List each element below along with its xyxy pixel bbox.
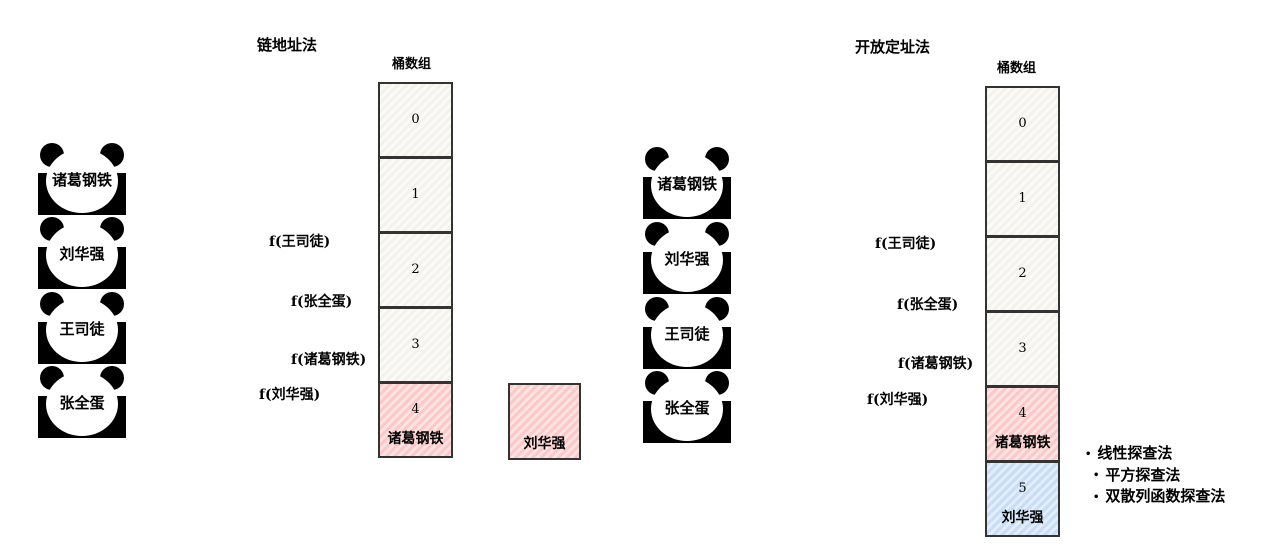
bucket-index: 3: [1018, 341, 1027, 356]
bucket-index: 3: [411, 337, 420, 352]
bucket-index: 4: [1018, 406, 1027, 421]
right-title: 开放定址法: [855, 38, 931, 56]
panda-icon: [38, 217, 126, 289]
panda-avatar: 王司徒: [38, 292, 126, 364]
hash-function-label: f(王司徒): [874, 233, 938, 253]
panda-icon: [38, 366, 126, 438]
chain-node: 刘华强: [508, 383, 581, 460]
bucket-index: 4: [411, 402, 420, 417]
panda-avatar: 刘华强: [643, 222, 731, 294]
panda-avatar: 诸葛钢铁: [643, 147, 731, 219]
person-name: 张全蛋: [59, 394, 105, 412]
panda-avatar: 诸葛钢铁: [38, 143, 126, 215]
person-name: 王司徒: [664, 325, 710, 343]
bucket-2: 2: [985, 236, 1060, 312]
bucket-value: 诸葛钢铁: [387, 431, 444, 447]
hash-function-label: f(刘华强): [258, 384, 322, 404]
person-name: 刘华强: [664, 250, 710, 268]
hash-function-label: f(张全蛋): [896, 294, 960, 314]
panda-icon: [643, 222, 731, 294]
left-title: 链地址法: [257, 36, 318, 54]
hash-function-label: f(王司徒): [268, 231, 332, 251]
panda-icon: [643, 147, 731, 219]
panda-avatar: 刘华强: [38, 217, 126, 289]
right-bucket-header: 桶数组: [997, 61, 1037, 76]
method-item: 双散列函数探查法: [1085, 486, 1225, 508]
panda-icon: [643, 371, 731, 443]
bucket-5: 5 刘华强: [985, 461, 1060, 537]
bucket-value: 诸葛钢铁: [994, 435, 1051, 451]
bucket-index: 0: [1018, 116, 1027, 131]
person-name: 诸葛钢铁: [656, 175, 717, 193]
bucket-index: 1: [411, 187, 420, 202]
bucket-index: 0: [411, 112, 420, 127]
bucket-4: 4 诸葛钢铁: [985, 386, 1060, 462]
method-item: 线性探查法: [1085, 443, 1225, 465]
bucket-3: 3: [378, 307, 453, 383]
bucket-3: 3: [985, 311, 1060, 387]
bucket-value: 刘华强: [1001, 510, 1044, 526]
hash-function-label: f(诸葛钢铁): [897, 353, 975, 373]
bucket-4: 4 诸葛钢铁: [378, 382, 453, 458]
bucket-index: 5: [1018, 481, 1027, 496]
probing-methods-list: 线性探查法 平方探查法 双散列函数探查法: [1085, 443, 1225, 508]
hash-function-label: f(诸葛钢铁): [290, 349, 368, 369]
bucket-0: 0: [985, 86, 1060, 162]
panda-icon: [38, 292, 126, 364]
panda-avatar: 张全蛋: [643, 371, 731, 443]
bucket-0: 0: [378, 82, 453, 158]
left-bucket-header: 桶数组: [392, 57, 432, 72]
method-item: 平方探查法: [1085, 465, 1225, 487]
bucket-1: 1: [378, 157, 453, 233]
panda-avatar: 王司徒: [643, 297, 731, 369]
panda-avatar: 张全蛋: [38, 366, 126, 438]
bucket-index: 2: [1018, 266, 1027, 281]
chain-node-value: 刘华强: [523, 436, 566, 452]
bucket-1: 1: [985, 161, 1060, 237]
hash-function-label: f(刘华强): [866, 389, 930, 409]
person-name: 王司徒: [59, 320, 105, 338]
bucket-index: 1: [1018, 191, 1027, 206]
panda-icon: [643, 297, 731, 369]
panda-icon: [38, 143, 126, 215]
person-name: 张全蛋: [664, 399, 710, 417]
hash-function-label: f(张全蛋): [290, 291, 354, 311]
bucket-2: 2: [378, 232, 453, 308]
person-name: 刘华强: [59, 245, 105, 263]
bucket-index: 2: [411, 262, 420, 277]
person-name: 诸葛钢铁: [51, 171, 112, 189]
